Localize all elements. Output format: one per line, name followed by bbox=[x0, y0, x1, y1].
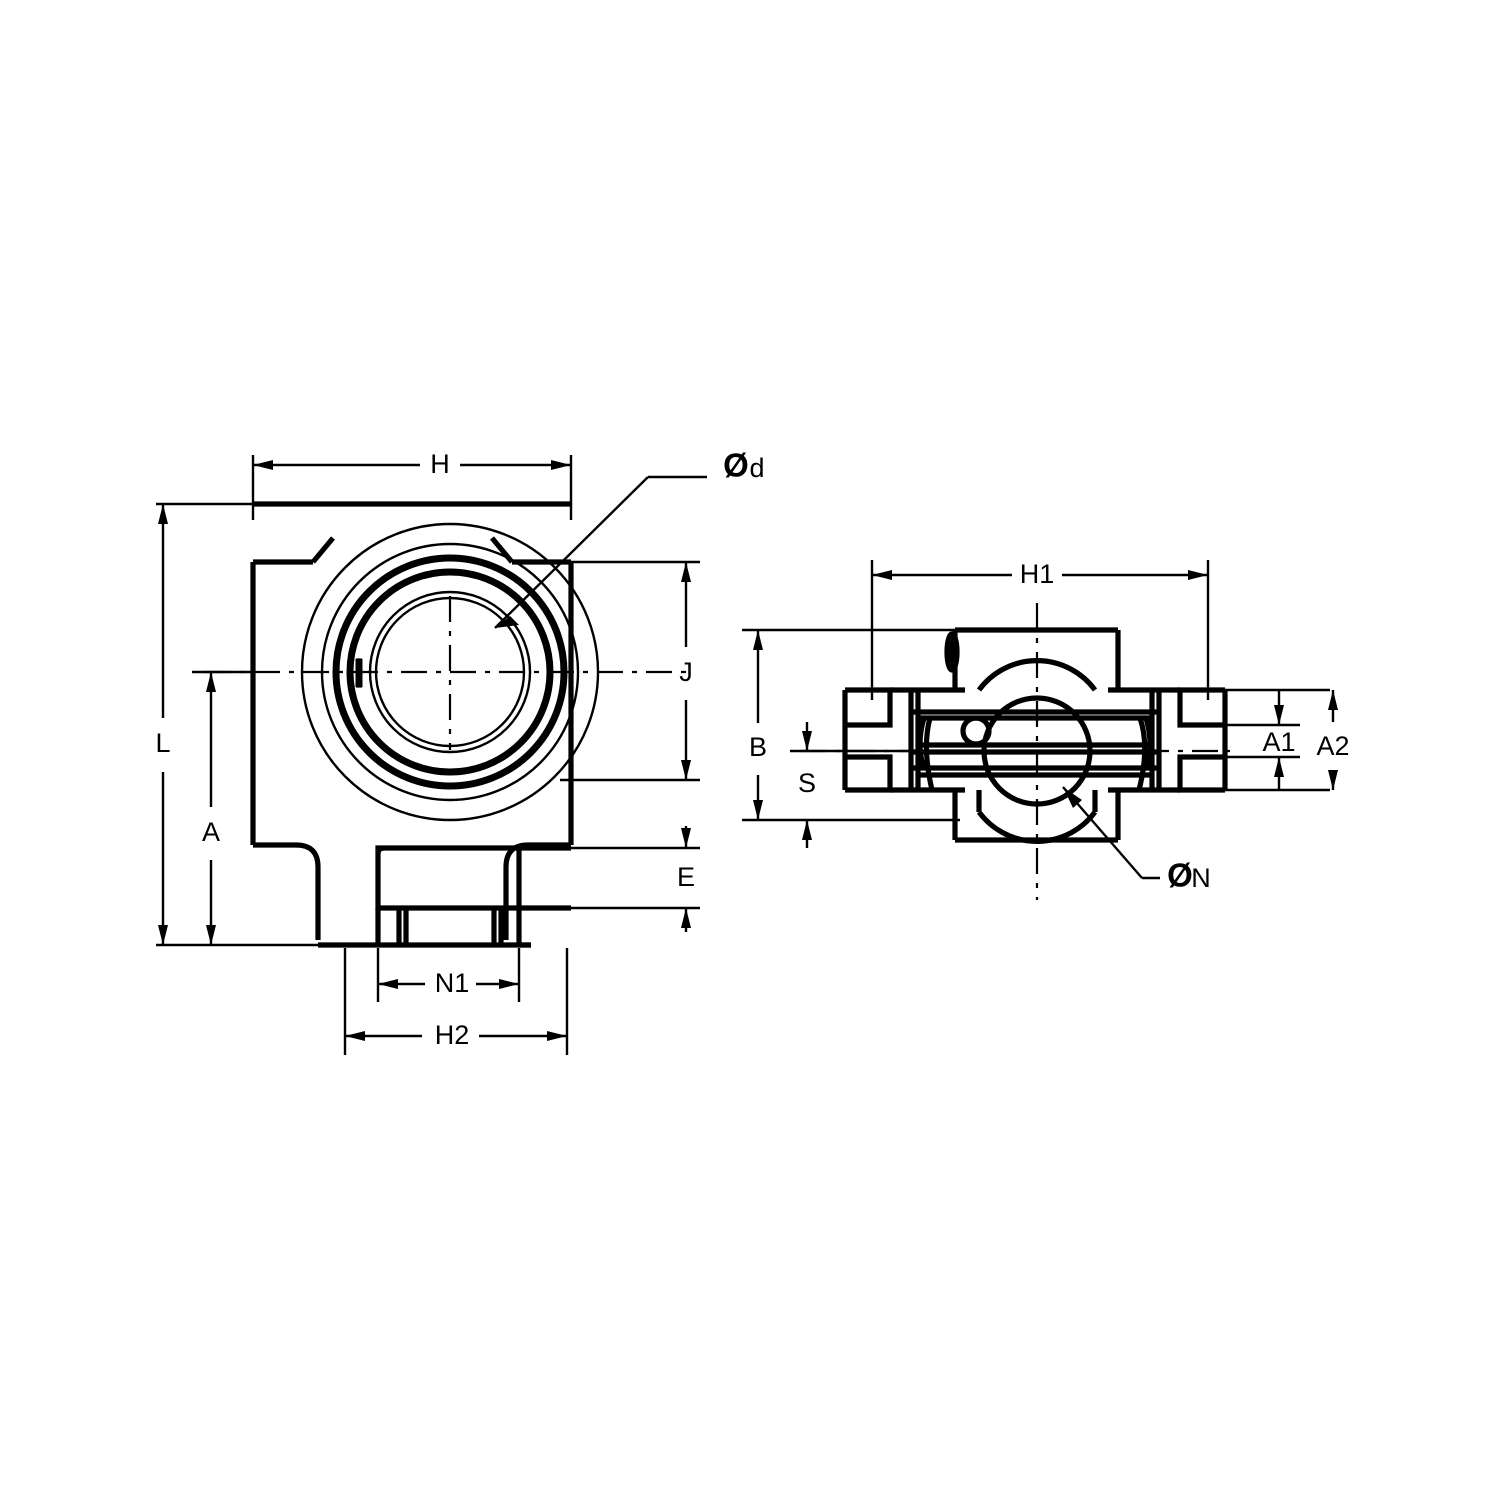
grease-fitting-mark bbox=[944, 631, 960, 673]
dimension-H: H bbox=[251, 449, 573, 520]
dimension-label-H2: H2 bbox=[435, 1020, 470, 1050]
diameter-symbol-icon-n: Ø bbox=[1167, 857, 1193, 894]
dimension-label-H1: H1 bbox=[1020, 559, 1055, 589]
dimension-H2: H2 bbox=[343, 948, 569, 1055]
hidden-bore-arc-bottom bbox=[976, 810, 1098, 844]
dimension-L: L bbox=[155, 502, 330, 947]
dimension-label-A1: A1 bbox=[1262, 727, 1295, 757]
dimension-B: B bbox=[742, 628, 960, 822]
callout-label-bore: d bbox=[749, 453, 764, 483]
dimension-S: S bbox=[790, 722, 960, 848]
dimension-label-A: A bbox=[202, 817, 220, 847]
dimension-label-B: B bbox=[749, 732, 767, 762]
dimension-label-H: H bbox=[430, 449, 450, 479]
diameter-symbol-icon: Ø bbox=[723, 447, 749, 484]
callout-label-mounting-hole: N bbox=[1191, 863, 1211, 893]
dimension-H1: H1 bbox=[870, 559, 1210, 700]
dimension-N1: N1 bbox=[376, 948, 521, 1002]
callout-mounting-hole-diameter: Ø N bbox=[1062, 786, 1211, 894]
dimension-A2: A2 bbox=[1316, 690, 1350, 790]
dimension-label-J: J bbox=[679, 657, 693, 687]
dimension-E: E bbox=[530, 826, 700, 932]
front-base-pedestal bbox=[318, 845, 571, 948]
dimension-A: A bbox=[192, 670, 255, 945]
front-view: H L A J bbox=[155, 447, 765, 1055]
side-view: H1 B S bbox=[742, 559, 1350, 900]
dimension-label-N1: N1 bbox=[435, 968, 470, 998]
dimension-label-E: E bbox=[677, 862, 695, 892]
dimension-A1: A1 bbox=[1220, 688, 1330, 792]
front-center-lines bbox=[205, 596, 690, 750]
dimension-J: J bbox=[560, 560, 700, 782]
dimension-label-L: L bbox=[155, 728, 170, 758]
dimension-label-S: S bbox=[798, 768, 816, 798]
oil-hole-circle bbox=[960, 715, 992, 747]
callout-bore-diameter: Ø d bbox=[494, 447, 765, 629]
side-bearing-insert bbox=[908, 690, 1162, 791]
dimension-label-A2: A2 bbox=[1316, 731, 1349, 761]
front-body-outline bbox=[250, 501, 574, 940]
